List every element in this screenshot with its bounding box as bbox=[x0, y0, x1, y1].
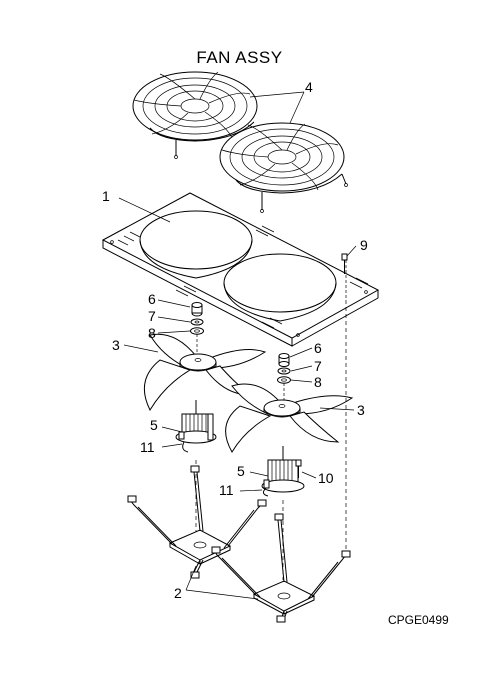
leader-8-right bbox=[290, 379, 313, 383]
callout-11-right: 11 bbox=[219, 482, 234, 498]
callout-11-left: 11 bbox=[140, 439, 155, 455]
callout-6-right: 6 bbox=[314, 340, 322, 356]
callout-10: 10 bbox=[318, 470, 334, 486]
callout-6-left: 6 bbox=[148, 291, 156, 307]
figure-code: CPGE0499 bbox=[388, 613, 449, 627]
screw-9 bbox=[341, 253, 348, 300]
leader-9 bbox=[346, 245, 357, 257]
callout-7-left: 7 bbox=[148, 308, 156, 324]
callout-2: 2 bbox=[174, 585, 182, 601]
leader-8-left bbox=[157, 330, 191, 334]
leader-11-left bbox=[161, 443, 183, 448]
leader-5-right bbox=[249, 471, 269, 477]
leader-7-right bbox=[290, 365, 313, 372]
leader-10 bbox=[301, 471, 317, 479]
diagram-title: FAN ASSY bbox=[196, 48, 283, 67]
callout-8-left: 8 bbox=[148, 325, 156, 341]
hardware-stack-right bbox=[277, 353, 291, 400]
motor-bracket-right bbox=[211, 513, 351, 623]
leader-4 bbox=[249, 91, 305, 124]
mounting-panel bbox=[101, 192, 380, 347]
callout-9: 9 bbox=[360, 237, 368, 253]
leader-2 bbox=[185, 565, 259, 600]
leader-1 bbox=[118, 197, 171, 223]
leader-3-right bbox=[319, 407, 355, 411]
fan-guard-left bbox=[132, 71, 258, 159]
motor-bracket-left bbox=[127, 465, 267, 579]
callout-3-left: 3 bbox=[112, 337, 120, 353]
leader-6-left bbox=[157, 299, 191, 308]
hardware-stack-left bbox=[190, 302, 204, 356]
callout-5-left: 5 bbox=[150, 417, 158, 433]
leader-5-left bbox=[161, 426, 183, 433]
callout-5-right: 5 bbox=[237, 463, 245, 479]
leader-3-left bbox=[123, 344, 159, 353]
fan-motor-right bbox=[261, 446, 305, 497]
callout-4: 4 bbox=[305, 79, 313, 95]
callout-1: 1 bbox=[102, 188, 110, 204]
leader-7-left bbox=[157, 316, 191, 323]
leader-6-right bbox=[289, 347, 313, 358]
fan-motor-left bbox=[175, 400, 217, 453]
fan-blade-right bbox=[225, 383, 354, 453]
callout-3-right: 3 bbox=[357, 402, 365, 418]
callout-8-right: 8 bbox=[314, 374, 322, 390]
leader-11-right bbox=[239, 489, 263, 492]
fan-guard-right bbox=[219, 122, 348, 213]
callout-7-right: 7 bbox=[314, 358, 322, 374]
